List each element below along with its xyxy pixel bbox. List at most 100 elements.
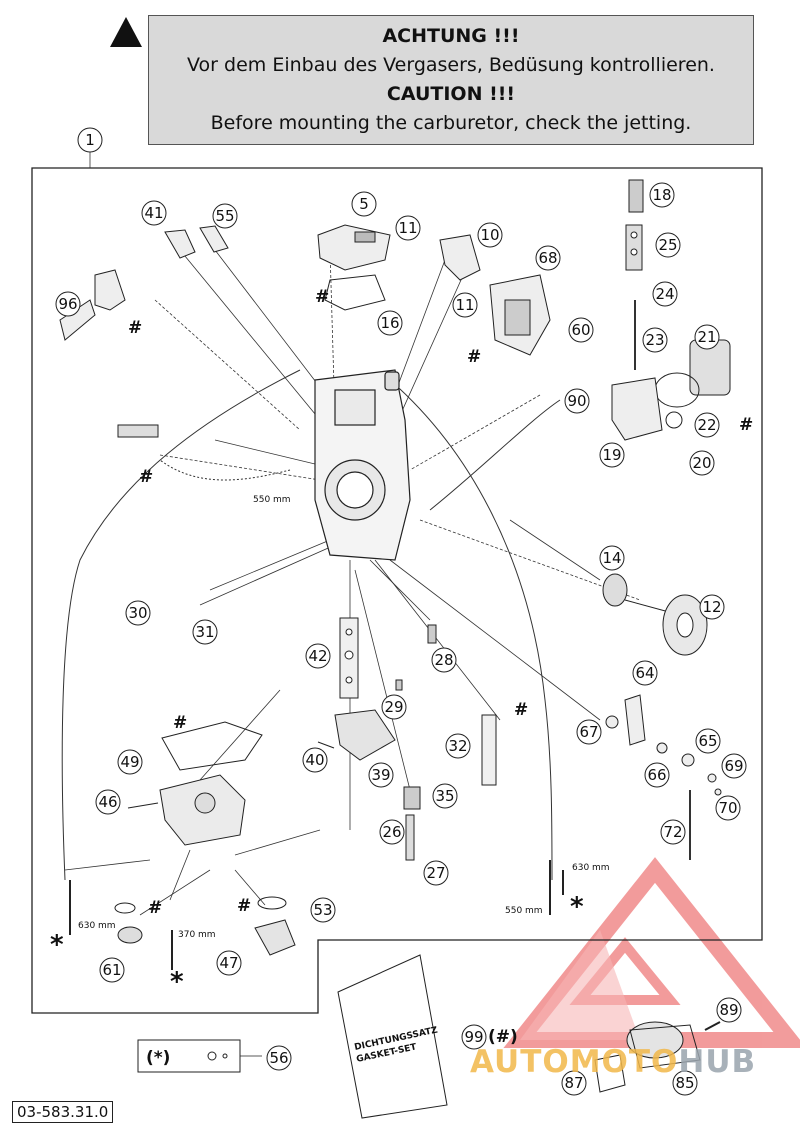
callout-number: 19 — [602, 446, 621, 464]
callout-number: 56 — [269, 1049, 288, 1067]
callout-circle — [117, 749, 143, 775]
callout-circle — [694, 412, 720, 438]
hose-length-630-a: 630 mm — [78, 921, 116, 931]
callout-53: 53 — [310, 897, 336, 923]
callout-circle — [381, 694, 407, 720]
carburetor-body — [314, 369, 411, 561]
callout-number: 10 — [480, 226, 499, 244]
callout-circle — [125, 600, 151, 626]
callout-circle — [576, 719, 602, 745]
hash-marker: # — [237, 896, 251, 916]
callout-26: 26 — [379, 819, 405, 845]
callout-11: 11 — [452, 292, 478, 318]
callout-circle — [452, 292, 478, 318]
warning-box: ACHTUNG !!! Vor dem Einbau des Vergasers… — [148, 15, 754, 145]
callout-number: 90 — [567, 392, 586, 410]
callout-circle — [535, 245, 561, 271]
callout-28: 28 — [431, 647, 457, 673]
callout-29: 29 — [381, 694, 407, 720]
callout-12: 12 — [699, 594, 725, 620]
callout-number: 41 — [144, 204, 163, 222]
callout-circle — [432, 783, 458, 809]
hash-marker: # — [467, 347, 481, 367]
callout-number: 65 — [698, 732, 717, 750]
warning-triangle-icon — [108, 15, 144, 53]
float-bowl-parts — [69, 721, 564, 970]
callout-circle — [652, 281, 678, 307]
asterisk-marker: * — [570, 892, 584, 922]
callout-number: 69 — [724, 757, 743, 775]
hoses — [61, 300, 691, 881]
callout-number: 32 — [448, 737, 467, 755]
callout-circle — [721, 753, 747, 779]
watermark-text: AUTOMOTOHUB — [470, 1044, 756, 1080]
callout-61: 61 — [99, 957, 125, 983]
callout-69: 69 — [721, 753, 747, 779]
callout-19: 19 — [599, 442, 625, 468]
document-number: 03-583.31.0 — [12, 1101, 114, 1123]
callout-39: 39 — [368, 762, 394, 788]
assembly-frame — [31, 167, 763, 1014]
callout-number: 61 — [102, 961, 121, 979]
callout-68: 68 — [535, 245, 561, 271]
warning-title-de: ACHTUNG !!! — [382, 25, 520, 47]
callout-22: 22 — [694, 412, 720, 438]
callout-circle — [699, 594, 725, 620]
callout-number: 25 — [658, 236, 677, 254]
callout-32: 32 — [445, 733, 471, 759]
callout-14: 14 — [599, 545, 625, 571]
callout-25: 25 — [655, 232, 681, 258]
hose-length-550-b: 550 mm — [505, 906, 543, 916]
kit-hash-label: (#) — [488, 1027, 518, 1047]
callout-number: 68 — [538, 249, 557, 267]
callout-circle — [302, 747, 328, 773]
hash-marker: # — [514, 700, 528, 720]
callout-circle — [377, 310, 403, 336]
callout-circle — [99, 957, 125, 983]
callout-circle — [141, 200, 167, 226]
callout-number: 72 — [663, 823, 682, 841]
callout-circle — [568, 317, 594, 343]
callout-5: 5 — [351, 191, 377, 217]
hose-length-370: 370 mm — [178, 930, 216, 940]
callout-circle — [212, 203, 238, 229]
callout-56: 56 — [266, 1045, 292, 1071]
callout-number: 23 — [645, 331, 664, 349]
asterisk-marker: * — [50, 930, 64, 960]
callout-circle — [55, 291, 81, 317]
callout-18: 18 — [649, 182, 675, 208]
callout-number: 53 — [313, 901, 332, 919]
callout-number: 55 — [215, 207, 234, 225]
callout-number: 21 — [697, 328, 716, 346]
callout-number: 30 — [128, 604, 147, 622]
callout-circle — [716, 997, 742, 1023]
callout-42: 42 — [305, 643, 331, 669]
callout-number: 96 — [58, 295, 77, 313]
kit-star-label: (*) — [146, 1048, 170, 1068]
callout-31: 31 — [192, 619, 218, 645]
callout-number: 24 — [655, 285, 674, 303]
callout-67: 67 — [576, 719, 602, 745]
callout-number: 40 — [305, 751, 324, 769]
callout-40: 40 — [302, 747, 328, 773]
callout-number: 70 — [718, 799, 737, 817]
callout-number: 46 — [98, 793, 117, 811]
callout-number: 85 — [675, 1074, 694, 1092]
callout-89: 89 — [716, 997, 742, 1023]
callout-1: 1 — [77, 127, 103, 153]
callout-number: 60 — [571, 321, 590, 339]
marker-group: #########*** — [50, 287, 753, 997]
warning-text-en: Before mounting the carburetor, check th… — [210, 112, 692, 134]
hash-marker: # — [139, 467, 153, 487]
callout-90: 90 — [564, 388, 590, 414]
callout-number: 20 — [692, 454, 711, 472]
hash-marker: # — [315, 287, 329, 307]
callout-circle — [644, 762, 670, 788]
callout-circle — [95, 789, 121, 815]
callout-46: 46 — [95, 789, 121, 815]
callout-number: 29 — [384, 698, 403, 716]
callout-circle — [599, 545, 625, 571]
callout-number: 11 — [455, 296, 474, 314]
callout-circle — [642, 327, 668, 353]
